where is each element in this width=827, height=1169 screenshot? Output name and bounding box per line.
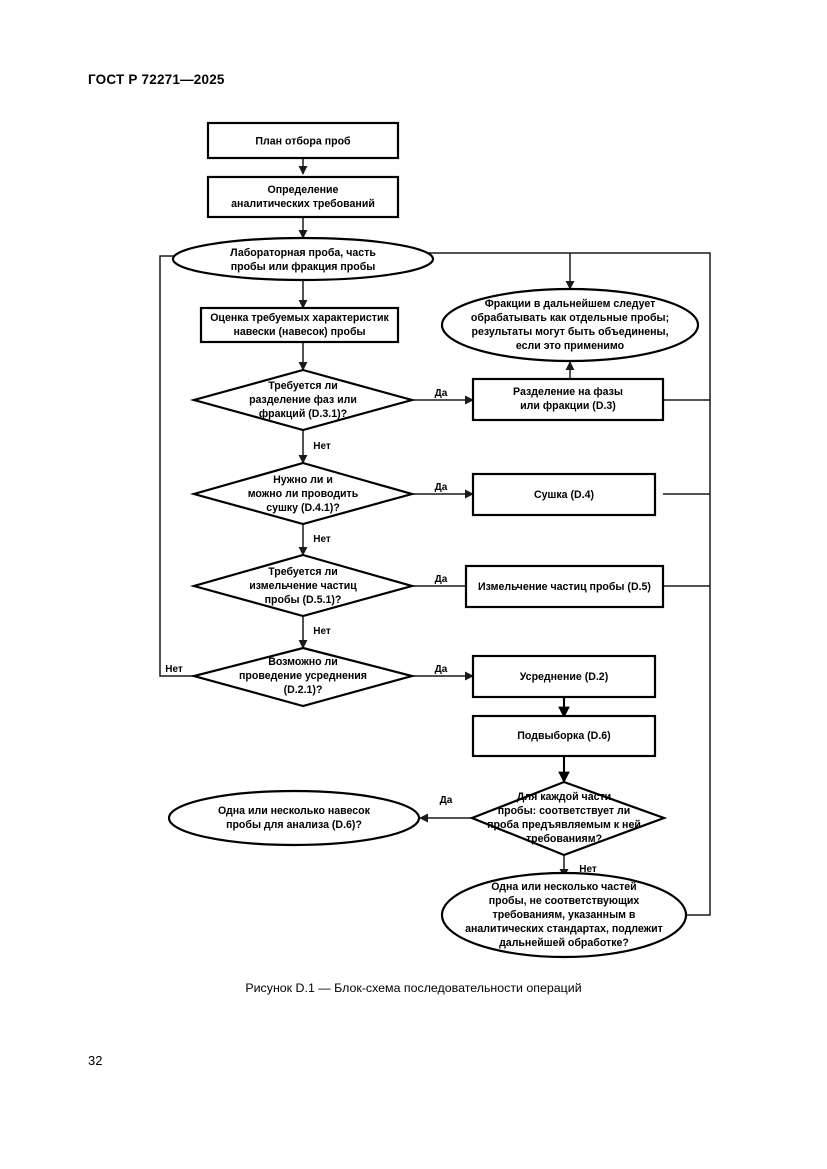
node-sampling-plan: План отбора проб	[206, 121, 400, 160]
node-subsampling: Подвыборка (D.6)	[471, 714, 657, 758]
node-grinding: Измельчение частиц пробы (D.5)	[464, 564, 665, 609]
node-decision-drying-line-1: можно ли проводить	[248, 488, 359, 500]
node-decision-conformity-line-2: проба предъявляемым к ней	[487, 819, 641, 831]
node-nonconforming: Одна или несколько частей пробы, не соот…	[440, 871, 688, 959]
node-decision-averaging-line-2: (D.2.1)?	[284, 684, 323, 696]
node-assess-characteristics-line-0: Оценка требуемых характеристик	[210, 312, 389, 324]
node-test-portions-line-0: Одна или несколько навесок	[218, 805, 371, 817]
page-number: 32	[88, 1053, 103, 1068]
edge-label-separation-yes: Да	[435, 388, 448, 399]
node-test-portions-line-1: пробы для анализа (D.6)?	[226, 819, 362, 831]
node-decision-drying-line-2: сушку (D.4.1)?	[266, 502, 340, 514]
node-decision-conformity-line-3: требованиям?	[526, 833, 602, 845]
node-averaging-line-0: Усреднение (D.2)	[520, 671, 608, 683]
node-sampling-plan-line-0: План отбора проб	[255, 135, 351, 147]
node-nonconforming-line-3: аналитических стандартах, подлежит	[465, 923, 663, 935]
node-decision-separation-line-0: Требуется ли	[268, 380, 338, 392]
node-decision-separation: Требуется ли разделение фаз или фракций …	[189, 368, 417, 432]
node-drying-line-0: Сушка (D.4)	[534, 489, 594, 501]
edge-label-grinding-yes: Да	[435, 574, 448, 585]
node-fractions-note-line-0: Фракции в дальнейшем следует	[485, 298, 656, 310]
node-decision-separation-line-2: фракций (D.3.1)?	[259, 408, 347, 420]
node-fractions-note-line-1: обрабатывать как отдельные пробы;	[471, 312, 669, 324]
node-drying: Сушка (D.4)	[471, 472, 657, 517]
node-decision-averaging-line-1: проведение усреднения	[239, 670, 367, 682]
node-lab-sample-line-1: пробы или фракция пробы	[231, 261, 376, 273]
node-decision-grinding: Требуется ли измельчение частиц пробы (D…	[189, 553, 417, 618]
edge-label-drying-yes: Да	[435, 482, 448, 493]
node-nonconforming-line-2: требованиям, указанным в	[493, 909, 636, 921]
node-separation-line-0: Разделение на фазы	[513, 386, 623, 398]
node-fractions-note-line-2: результаты могут быть объединены,	[471, 326, 668, 338]
node-decision-conformity: Для каждой части пробы: соответствует ли…	[469, 780, 668, 857]
node-assess-characteristics: Оценка требуемых характеристик навески (…	[199, 306, 400, 344]
node-decision-grinding-line-0: Требуется ли	[268, 566, 338, 578]
edge-label-averaging-no: Нет	[165, 664, 183, 675]
node-fractions-note: Фракции в дальнейшем следует обрабатыват…	[440, 287, 700, 363]
node-grinding-line-0: Измельчение частиц пробы (D.5)	[478, 581, 651, 593]
edge-label-grinding-no: Нет	[313, 626, 331, 637]
node-fractions-note-line-3: если это применимо	[516, 340, 625, 352]
edge-label-conformity-yes: Да	[440, 795, 453, 806]
node-decision-conformity-line-1: пробы: соответствует ли	[498, 805, 631, 817]
edge-label-separation-no: Нет	[313, 441, 331, 452]
figure-caption: Рисунок D.1 — Блок-схема последовательно…	[245, 981, 582, 995]
node-decision-drying-line-0: Нужно ли и	[273, 474, 333, 486]
edge-label-conformity-no: Нет	[579, 864, 597, 875]
node-analytical-requirements-line-0: Определение	[268, 184, 339, 196]
node-decision-conformity-line-0: Для каждой части	[517, 791, 611, 803]
node-decision-grinding-line-1: измельчение частиц	[249, 580, 357, 592]
node-nonconforming-line-1: пробы, не соответствующих	[489, 895, 640, 907]
document-header: ГОСТ Р 72271—2025	[88, 72, 225, 87]
node-decision-drying: Нужно ли и можно ли проводить сушку (D.4…	[189, 461, 417, 526]
node-decision-grinding-line-2: пробы (D.5.1)?	[265, 594, 342, 606]
edge-label-drying-no: Нет	[313, 534, 331, 545]
node-decision-averaging: Возможно ли проведение усреднения (D.2.1…	[189, 646, 417, 708]
node-subsampling-line-0: Подвыборка (D.6)	[517, 730, 610, 742]
node-separation: Разделение на фазы или фракции (D.3)	[471, 377, 665, 422]
node-nonconforming-line-0: Одна или несколько частей	[491, 881, 636, 893]
node-separation-line-1: или фракции (D.3)	[520, 400, 616, 412]
node-lab-sample-line-0: Лабораторная проба, часть	[230, 247, 376, 259]
node-analytical-requirements: Определение аналитических требований	[206, 175, 400, 219]
node-assess-characteristics-line-1: навески (навесок) пробы	[233, 326, 365, 338]
node-test-portions: Одна или несколько навесок пробы для ана…	[167, 789, 421, 847]
node-averaging: Усреднение (D.2)	[471, 654, 657, 699]
node-analytical-requirements-line-1: аналитических требований	[231, 198, 375, 210]
edge-label-averaging-yes: Да	[435, 664, 448, 675]
node-decision-separation-line-1: разделение фаз или	[249, 394, 357, 406]
node-lab-sample: Лабораторная проба, часть пробы или фрак…	[171, 236, 435, 282]
node-nonconforming-line-4: дальнейшей обработке?	[499, 937, 629, 949]
node-decision-averaging-line-0: Возможно ли	[268, 656, 338, 668]
